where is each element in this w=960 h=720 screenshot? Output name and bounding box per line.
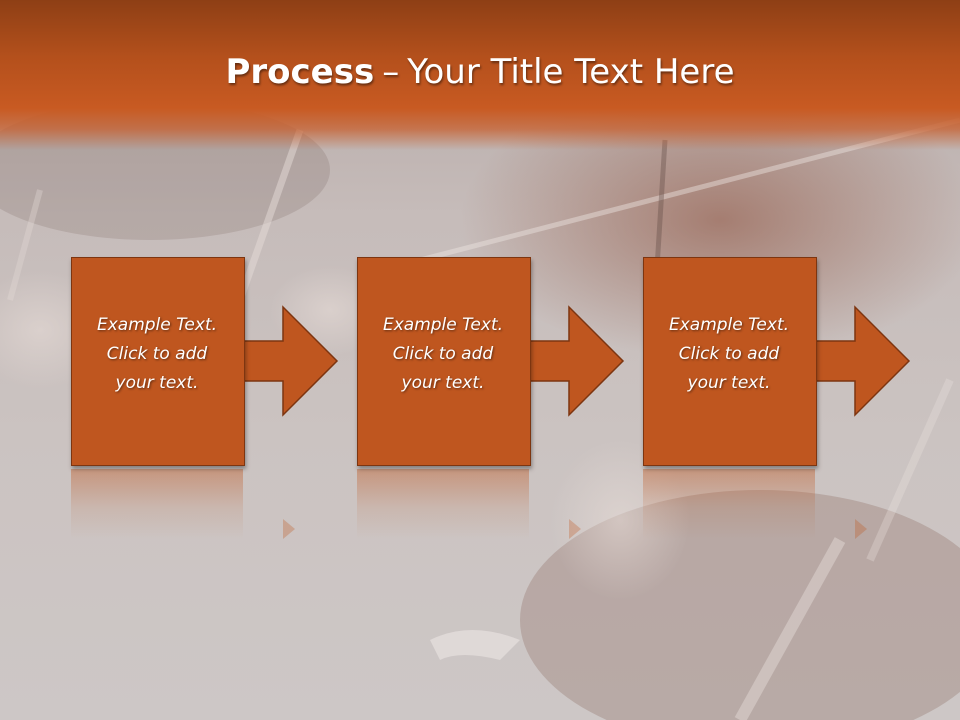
title-rest-text: Your Title Text Here bbox=[407, 52, 735, 92]
process-step-2[interactable]: Example Text. Click to add your text. bbox=[357, 257, 702, 547]
step-reflection bbox=[357, 469, 529, 539]
step-text-line: Example Text. bbox=[668, 315, 790, 335]
step-reflection bbox=[643, 469, 815, 539]
process-step-3[interactable]: Example Text. Click to add your text. bbox=[643, 257, 960, 547]
step-box bbox=[71, 257, 245, 466]
arrow-reflection bbox=[283, 519, 295, 539]
step-box bbox=[357, 257, 531, 466]
arrow-reflection bbox=[855, 519, 867, 539]
step-text-line: Click to add bbox=[678, 344, 780, 364]
step-text-line: Example Text. bbox=[96, 315, 218, 335]
title-banner bbox=[0, 0, 960, 150]
step-text-line: your text. bbox=[115, 373, 199, 393]
arrow-reflection bbox=[569, 519, 581, 539]
step-text-line: your text. bbox=[687, 373, 771, 393]
step-text-line: Click to add bbox=[392, 344, 494, 364]
step-text[interactable]: Example Text. Click to add your text. bbox=[71, 311, 243, 398]
process-step-1[interactable]: Example Text. Click to add your text. bbox=[71, 257, 416, 547]
step-text[interactable]: Example Text. Click to add your text. bbox=[643, 311, 815, 398]
title-separator: – bbox=[382, 52, 400, 92]
arrow-right-icon bbox=[526, 305, 625, 417]
step-text-line: Example Text. bbox=[382, 315, 504, 335]
step-text[interactable]: Example Text. Click to add your text. bbox=[357, 311, 529, 398]
step-text-line: your text. bbox=[401, 373, 485, 393]
arrow-right-icon bbox=[240, 305, 339, 417]
title-bold-text: Process bbox=[225, 52, 375, 92]
step-box bbox=[643, 257, 817, 466]
slide-title[interactable]: Process–Your Title Text Here bbox=[0, 52, 960, 92]
step-text-line: Click to add bbox=[106, 344, 208, 364]
step-reflection bbox=[71, 469, 243, 539]
arrow-right-icon bbox=[812, 305, 911, 417]
